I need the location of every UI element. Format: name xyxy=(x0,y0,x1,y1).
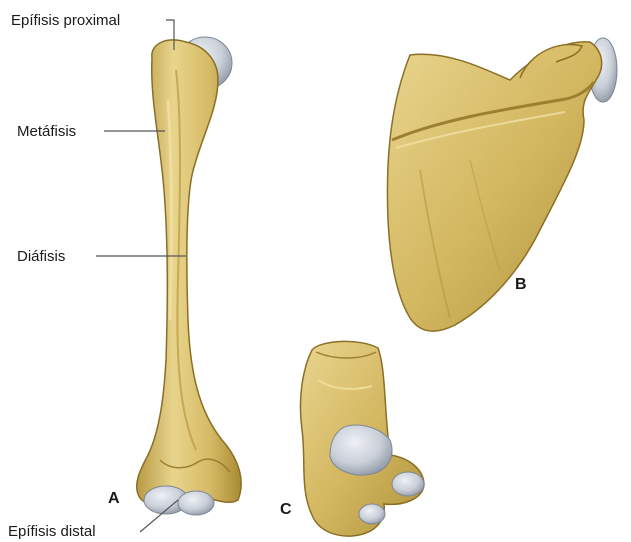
facet-cartilage-small-right xyxy=(392,472,424,496)
facet-cartilage-large xyxy=(330,425,392,475)
short-bone xyxy=(300,341,424,536)
humerus-shaft xyxy=(137,40,241,505)
humerus-bone xyxy=(137,37,241,515)
distal-cartilage-right xyxy=(178,491,214,515)
label-proximal-epiphysis: Epífisis proximal xyxy=(11,12,120,29)
label-distal-epiphysis: Epífisis distal xyxy=(8,523,96,540)
figure-letter-a: A xyxy=(108,490,120,507)
label-metaphysis: Metáfisis xyxy=(17,123,76,140)
scapula-body xyxy=(387,42,601,331)
label-diaphysis: Diáfisis xyxy=(17,248,65,265)
figure-letter-c: C xyxy=(280,501,292,518)
scapula-bone xyxy=(387,38,617,331)
facet-cartilage-small-bottom xyxy=(359,504,385,524)
figure-letter-b: B xyxy=(515,276,527,293)
